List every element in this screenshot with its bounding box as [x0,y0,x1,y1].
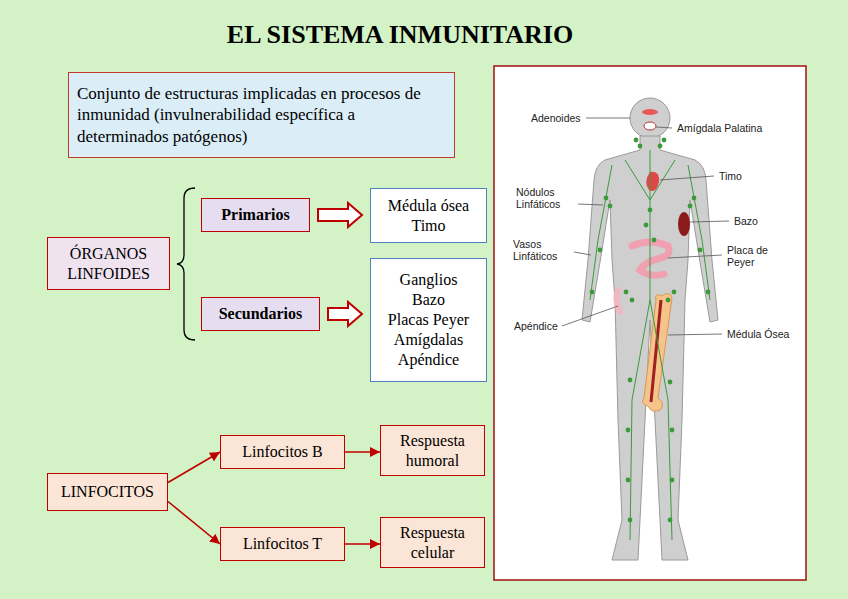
lymph-vessel [590,165,612,300]
figure-panel [494,66,806,580]
node-text: Timo [411,216,445,236]
lymph-vessel [688,165,710,300]
category-box: Primarios [201,198,310,232]
node-text: Ganglios [400,270,458,290]
list-box: GangliosBazoPlacas PeyerAmígdalasApéndic… [370,258,487,382]
leader-line [578,204,603,205]
appendix-organ [616,290,620,312]
node-text: Amígdalas [394,330,463,350]
leader-line [656,127,672,128]
block-arrow [318,203,362,227]
part-label: Médula Ósea [726,328,790,340]
node-text: Placas Peyer [388,310,469,330]
node-text: Linfocitos T [243,534,322,554]
process-box: Linfocitos B [220,435,345,469]
lymph-node-dot [670,428,675,433]
femur-bone [643,293,672,411]
body-silhouette [582,136,718,560]
node-text: LINFOCITOS [61,482,154,502]
lymph-node-dot [668,380,673,385]
lymph-node-dot [658,144,663,149]
part-label: Adenoides [530,112,582,124]
lymph-vessel [650,150,651,300]
node-text: Respuesta humoral [387,431,478,471]
definition-box: Conjunto de estructuras implicadas en pr… [68,72,455,158]
lymph-vessel [650,300,672,540]
result-box: Respuesta humoral [380,425,485,476]
lymph-node-dot [670,478,675,483]
lymph-node-dot [634,138,639,143]
arrow-connector [345,451,380,453]
leader-line [668,255,722,258]
part-label: Vasos Linfáticos [512,238,574,262]
body-head [630,98,670,138]
leader-line [660,176,714,180]
block-arrow [328,302,362,326]
leader-line [574,252,591,255]
arrow-connector [168,452,220,483]
node-text: Médula ósea [388,196,469,216]
leader-line [690,221,729,222]
lymph-node-dot [608,204,613,209]
lymph-vessel [625,160,675,200]
lymph-node-dot [692,196,697,201]
node-text: Primarios [221,205,289,225]
title: EL SISTEMA INMUNITARIO [100,20,700,50]
arrow-connector [345,543,380,545]
arrow-connector [168,502,220,545]
lymph-node-dot [598,248,603,253]
lymph-node-dot [628,378,633,383]
lymph-node-dot [630,298,635,303]
lymph-vessel [630,300,650,540]
lymph-node-dot [668,518,673,523]
lymph-node-dot [666,298,671,303]
part-label: Nódulos Linfáticos [515,186,577,210]
part-label: Bazo [733,215,759,227]
part-label: Apéndice [513,320,559,332]
node-text: Bazo [412,290,445,310]
lymph-node-dot [644,223,649,228]
lymph-node-dot [688,204,693,209]
lymph-node-dot [662,138,667,143]
result-box: Respuesta celular [380,517,485,568]
lymph-node-dot [604,196,609,201]
category-box: Secundarios [201,297,320,331]
lymph-node-dot [590,290,595,295]
node-text: ÓRGANOS LINFOIDES [54,244,163,284]
lymph-node-dot [626,428,631,433]
leader-line [668,334,722,335]
lymph-node-dot [652,238,657,243]
lymph-node-dot [672,290,677,295]
category-box: LINFOCITOS [47,473,168,511]
lymph-node-dot [626,478,631,483]
lymph-node-dot [648,208,653,213]
node-text: Linfocitos B [242,442,322,462]
node-text: Secundarios [219,304,303,324]
part-label: Timo [718,170,743,182]
lymph-node-dot [706,290,711,295]
leader-line [562,306,618,326]
process-box: Linfocitos T [220,527,345,561]
node-text: Respuesta celular [387,523,478,563]
lymph-node-dot [624,290,629,295]
spleen-organ [678,212,690,236]
leader-line [586,118,630,119]
tonsil-organ [644,122,656,130]
list-box: Médula óseaTimo [370,188,487,243]
node-text: Apéndice [398,350,459,370]
lymph-node-dot [628,518,633,523]
part-label: Placa de Peyer [726,244,788,268]
adenoid-organ [642,109,658,115]
node-text: Conjunto de estructuras implicadas en pr… [77,83,446,147]
lymph-node-dot [698,248,703,253]
category-box: ÓRGANOS LINFOIDES [47,237,170,290]
part-label: Amígdala Palatina [676,122,763,134]
lymph-node-dot [638,144,643,149]
bracket [177,188,195,340]
